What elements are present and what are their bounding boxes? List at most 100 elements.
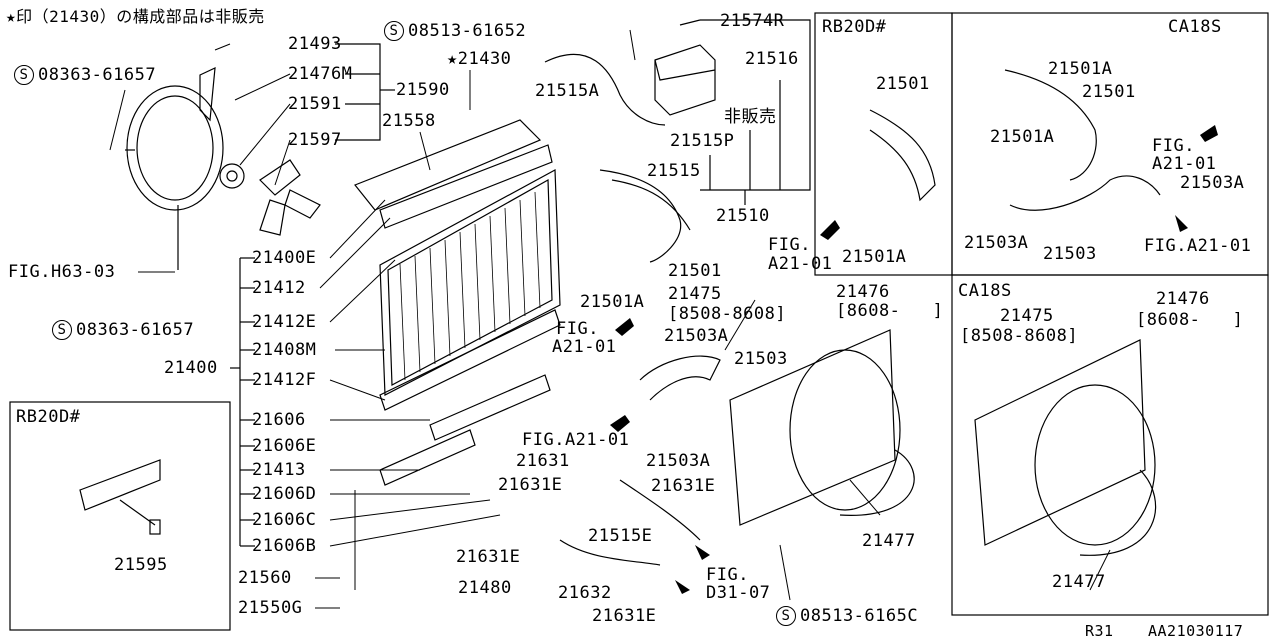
part-21631e-2: 21631E <box>651 476 716 496</box>
s-symbol-4: S <box>776 606 796 626</box>
ca-21475-range: [8508-8608] <box>960 326 1079 346</box>
part-21430: ★21430 <box>447 49 512 69</box>
part-21475: 21475 <box>668 284 722 304</box>
part-21501a-rb: 21501A <box>842 247 907 267</box>
panel-title-rb20d-inset: RB20D# <box>16 407 81 427</box>
part-21591: 21591 <box>288 94 342 114</box>
fan-assembly <box>125 67 321 270</box>
part-21631e-4: 21631E <box>592 606 657 626</box>
fig-rb-b: A21-01 <box>768 254 833 274</box>
bracket-21400 <box>230 257 255 547</box>
inset-sensor <box>79 459 161 535</box>
part-21631e-3: 21631E <box>456 547 521 567</box>
part-21501-ca: 21501 <box>1082 82 1136 102</box>
ca-21476-range: [8608- ] <box>1136 310 1244 330</box>
part-21475-range: [8508-8608] <box>668 304 787 324</box>
fig-h63-03: FIG.H63-03 <box>8 262 116 282</box>
radiator-core <box>354 119 561 486</box>
part-21412e: 21412E <box>252 312 317 332</box>
note-text: ★印（21430）の構成部品は非販売 <box>6 7 265 26</box>
part-21501a-ca2: 21501A <box>990 127 1055 147</box>
part-21597: 21597 <box>288 130 342 150</box>
part-21515: 21515 <box>647 161 701 181</box>
footer-code: AA21030117 <box>1148 622 1244 640</box>
fig-ca-a: FIG. <box>1152 136 1195 156</box>
part-21476: 21476 <box>836 282 890 302</box>
part-21510: 21510 <box>716 206 770 226</box>
reservoir-tank <box>654 19 716 116</box>
panel-title-rb20d: RB20D# <box>822 17 887 37</box>
part-21501-mid: 21501 <box>668 261 722 281</box>
part-21606c: 21606C <box>252 510 317 530</box>
part-21501a-ca1: 21501A <box>1048 59 1113 79</box>
s-symbol-1: S <box>384 21 404 41</box>
leader-lines <box>109 29 1111 609</box>
fig-mid-a: FIG. <box>556 319 599 339</box>
panel-title-ca18s-top: CA18S <box>1168 17 1222 37</box>
part-21560: 21560 <box>238 568 292 588</box>
part-21515p: 21515P <box>670 131 735 151</box>
part-21503-ca: 21503 <box>1043 244 1097 264</box>
arrows <box>610 125 1218 594</box>
part-21503-mid: 21503 <box>734 349 788 369</box>
part-21400e: 21400E <box>252 248 317 268</box>
shroud-ca18s <box>974 339 1157 556</box>
part-21400: 21400 <box>164 358 218 378</box>
part-21413: 21413 <box>252 460 306 480</box>
part-21501a-mid: 21501A <box>580 292 645 312</box>
part-21412f: 21412F <box>252 370 317 390</box>
part-21493: 21493 <box>288 34 342 54</box>
ca-21476: 21476 <box>1156 289 1210 309</box>
s-symbol-3: S <box>52 320 72 340</box>
part-21606: 21606 <box>252 410 306 430</box>
part-08363-61657-bot: 08363-61657 <box>76 320 195 340</box>
fig-mid-bottom: FIG.A21-01 <box>522 430 630 450</box>
footer-model: R31 <box>1085 622 1114 640</box>
part-21476m: 21476M <box>288 64 353 84</box>
s-symbol-2: S <box>14 65 34 85</box>
part-21503a-mid2: 21503A <box>646 451 711 471</box>
part-21515a: 21515A <box>535 81 600 101</box>
part-21606d: 21606D <box>252 484 317 504</box>
fig-rb-a: FIG. <box>768 235 811 255</box>
part-21574r: 21574R <box>720 11 785 31</box>
part-21550g: 21550G <box>238 598 303 618</box>
bracket-21510 <box>700 19 811 205</box>
part-21477-mid: 21477 <box>862 531 916 551</box>
ca-21477: 21477 <box>1052 572 1106 592</box>
part-21503a-ca1: 21503A <box>1180 173 1245 193</box>
part-21515e: 21515E <box>588 526 653 546</box>
rb20d-panel-frame <box>814 12 953 276</box>
part-21558: 21558 <box>382 111 436 131</box>
fig-d31-b: D31-07 <box>706 583 771 603</box>
rb20d-inset-frame <box>9 401 231 631</box>
part-21595: 21595 <box>114 555 168 575</box>
ca-21475: 21475 <box>1000 306 1054 326</box>
part-08513-61652: 08513-61652 <box>408 21 527 41</box>
part-21480: 21480 <box>458 578 512 598</box>
fig-ca-bottom: FIG.A21-01 <box>1144 236 1252 256</box>
part-21631: 21631 <box>516 451 570 471</box>
part-21516: 21516 <box>745 49 799 69</box>
part-21632: 21632 <box>558 583 612 603</box>
part-21631e-1: 21631E <box>498 475 563 495</box>
part-08363-61657-top: 08363-61657 <box>38 65 157 85</box>
part-21606e: 21606E <box>252 436 317 456</box>
hoses <box>544 53 1161 566</box>
panel-title-ca18s-bottom: CA18S <box>958 281 1012 301</box>
part-21408m: 21408M <box>252 340 317 360</box>
fig-d31-a: FIG. <box>706 565 749 585</box>
part-21501-rb: 21501 <box>876 74 930 94</box>
shroud-mid <box>729 329 915 526</box>
part-21590: 21590 <box>396 80 450 100</box>
part-21412: 21412 <box>252 278 306 298</box>
label-hihanbai: 非販売 <box>724 107 777 127</box>
part-21606b: 21606B <box>252 536 317 556</box>
part-21503a-mid: 21503A <box>664 326 729 346</box>
part-08513-6165c: 08513-6165C <box>800 606 919 626</box>
part-21476-range: [8608- ] <box>836 301 944 321</box>
ca18s-bottom-panel-frame <box>951 274 1269 616</box>
part-21503a-ca2: 21503A <box>964 233 1029 253</box>
